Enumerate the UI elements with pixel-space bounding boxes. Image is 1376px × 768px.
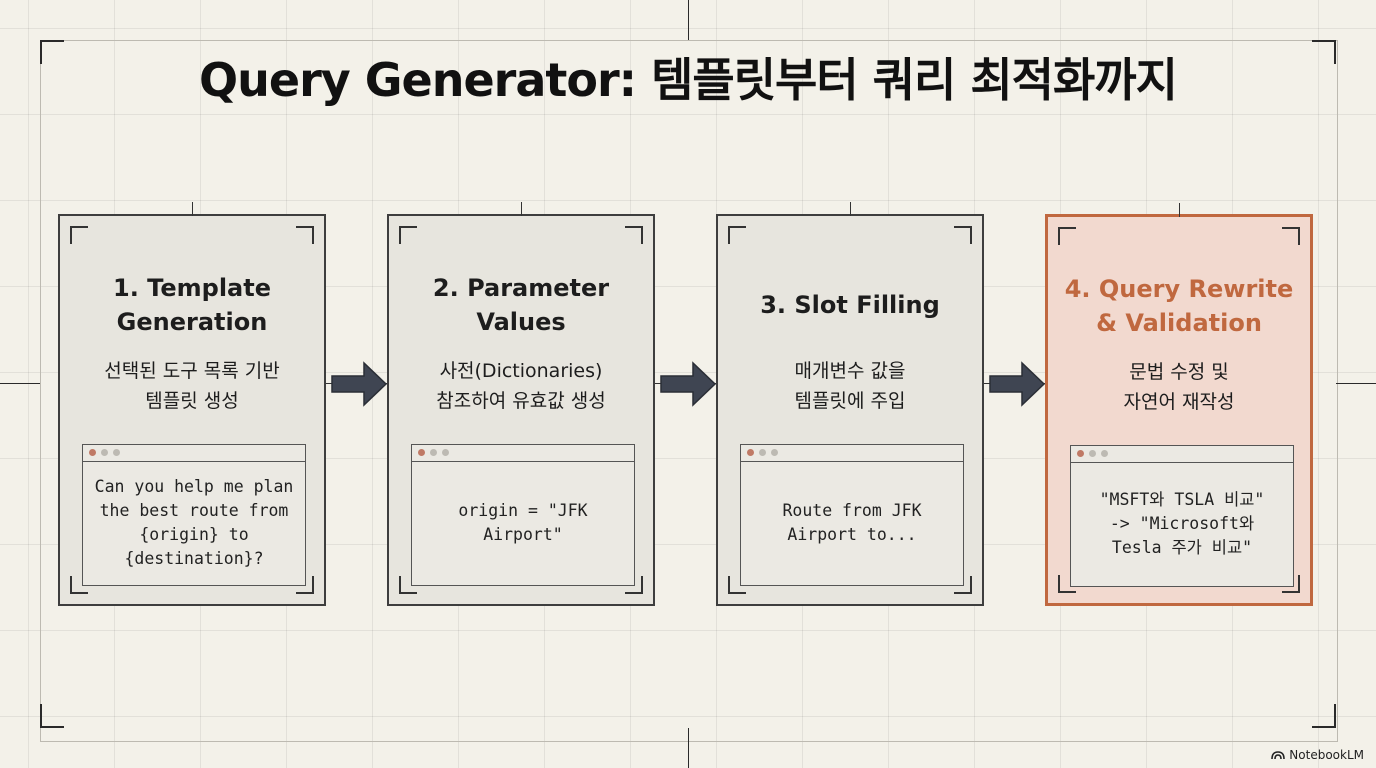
card-tick bbox=[521, 202, 522, 216]
right-center-mark bbox=[1336, 383, 1376, 384]
window-dot-icon bbox=[771, 449, 778, 456]
card-corner bbox=[728, 576, 746, 594]
window-dot-icon bbox=[430, 449, 437, 456]
code-window: Route from JFK Airport to... bbox=[740, 444, 964, 586]
notebooklm-logo-icon bbox=[1271, 751, 1286, 760]
arrow-right-icon bbox=[331, 361, 388, 407]
window-title-bar bbox=[741, 445, 963, 462]
card-corner bbox=[625, 226, 643, 244]
step-title: 3. Slot Filling bbox=[760, 291, 940, 319]
step-title: 2. Parameter Values bbox=[432, 274, 610, 336]
window-dot-icon bbox=[418, 449, 425, 456]
card-corner bbox=[296, 576, 314, 594]
card-tick bbox=[850, 202, 851, 216]
step-card-parameter-values: 2. Parameter Values 사전(Dictionaries) 참조하… bbox=[387, 202, 655, 606]
card-tick bbox=[1179, 203, 1180, 217]
window-dot-icon bbox=[747, 449, 754, 456]
window-title-bar bbox=[1071, 446, 1293, 463]
left-center-mark bbox=[0, 383, 40, 384]
window-dot-icon bbox=[1101, 450, 1108, 457]
card-corner bbox=[954, 226, 972, 244]
card-tick bbox=[192, 202, 193, 216]
code-window: "MSFT와 TSLA 비교" -> "Microsoft와 Tesla 주가 … bbox=[1070, 445, 1294, 587]
arrow-right-icon bbox=[989, 361, 1046, 407]
card-corner bbox=[399, 576, 417, 594]
window-dot-icon bbox=[89, 449, 96, 456]
window-dot-icon bbox=[1077, 450, 1084, 457]
card-corner bbox=[1282, 575, 1300, 593]
frame-corner-bottom-right bbox=[1312, 704, 1336, 728]
card-corner bbox=[1282, 227, 1300, 245]
step-description: 매개변수 값을 템플릿에 주입 bbox=[794, 360, 906, 412]
top-center-mark bbox=[688, 0, 689, 40]
card-corner bbox=[70, 226, 88, 244]
step-card-template-generation: 1. Template Generation 선택된 도구 목록 기반 템플릿 … bbox=[58, 202, 326, 606]
step-description: 선택된 도구 목록 기반 템플릿 생성 bbox=[104, 360, 280, 412]
window-title-bar bbox=[83, 445, 305, 462]
step-description: 사전(Dictionaries) 참조하여 유효값 생성 bbox=[436, 360, 606, 412]
card-corner bbox=[399, 226, 417, 244]
brand-label: NotebookLM bbox=[1289, 748, 1364, 762]
code-text: "MSFT와 TSLA 비교" -> "Microsoft와 Tesla 주가 … bbox=[1099, 489, 1265, 557]
card-corner bbox=[70, 576, 88, 594]
card-corner bbox=[1058, 575, 1076, 593]
window-dot-icon bbox=[101, 449, 108, 456]
card-corner bbox=[728, 226, 746, 244]
code-window: Can you help me plan the best route from… bbox=[82, 444, 306, 586]
frame-corner-bottom-left bbox=[40, 704, 64, 728]
step-description: 문법 수정 및 자연어 재작성 bbox=[1123, 361, 1235, 413]
code-window: origin = "JFK Airport" bbox=[411, 444, 635, 586]
code-text: Can you help me plan the best route from… bbox=[94, 476, 294, 568]
step-card-query-rewrite: 4. Query Rewrite & Validation 문법 수정 및 자연… bbox=[1045, 203, 1313, 606]
arrow-right-icon bbox=[660, 361, 717, 407]
bottom-center-mark bbox=[688, 728, 689, 768]
frame-corner-top-left bbox=[40, 40, 64, 64]
page-title: Query Generator: 템플릿부터 쿼리 최적화까지 bbox=[199, 53, 1178, 107]
window-dot-icon bbox=[442, 449, 449, 456]
window-dot-icon bbox=[759, 449, 766, 456]
code-text: origin = "JFK Airport" bbox=[458, 500, 588, 544]
window-dot-icon bbox=[113, 449, 120, 456]
card-corner bbox=[954, 576, 972, 594]
card-corner bbox=[296, 226, 314, 244]
frame-corner-top-right bbox=[1312, 40, 1336, 64]
notebooklm-watermark: NotebookLM bbox=[1271, 748, 1364, 762]
code-text: Route from JFK Airport to... bbox=[782, 500, 922, 544]
step-title: 4. Query Rewrite & Validation bbox=[1064, 275, 1294, 337]
step-title: 1. Template Generation bbox=[113, 274, 271, 336]
card-corner bbox=[625, 576, 643, 594]
window-dot-icon bbox=[1089, 450, 1096, 457]
step-card-slot-filling: 3. Slot Filling 매개변수 값을 템플릿에 주입 Route fr… bbox=[716, 202, 984, 606]
outer-frame bbox=[40, 40, 1338, 742]
window-title-bar bbox=[412, 445, 634, 462]
card-corner bbox=[1058, 227, 1076, 245]
